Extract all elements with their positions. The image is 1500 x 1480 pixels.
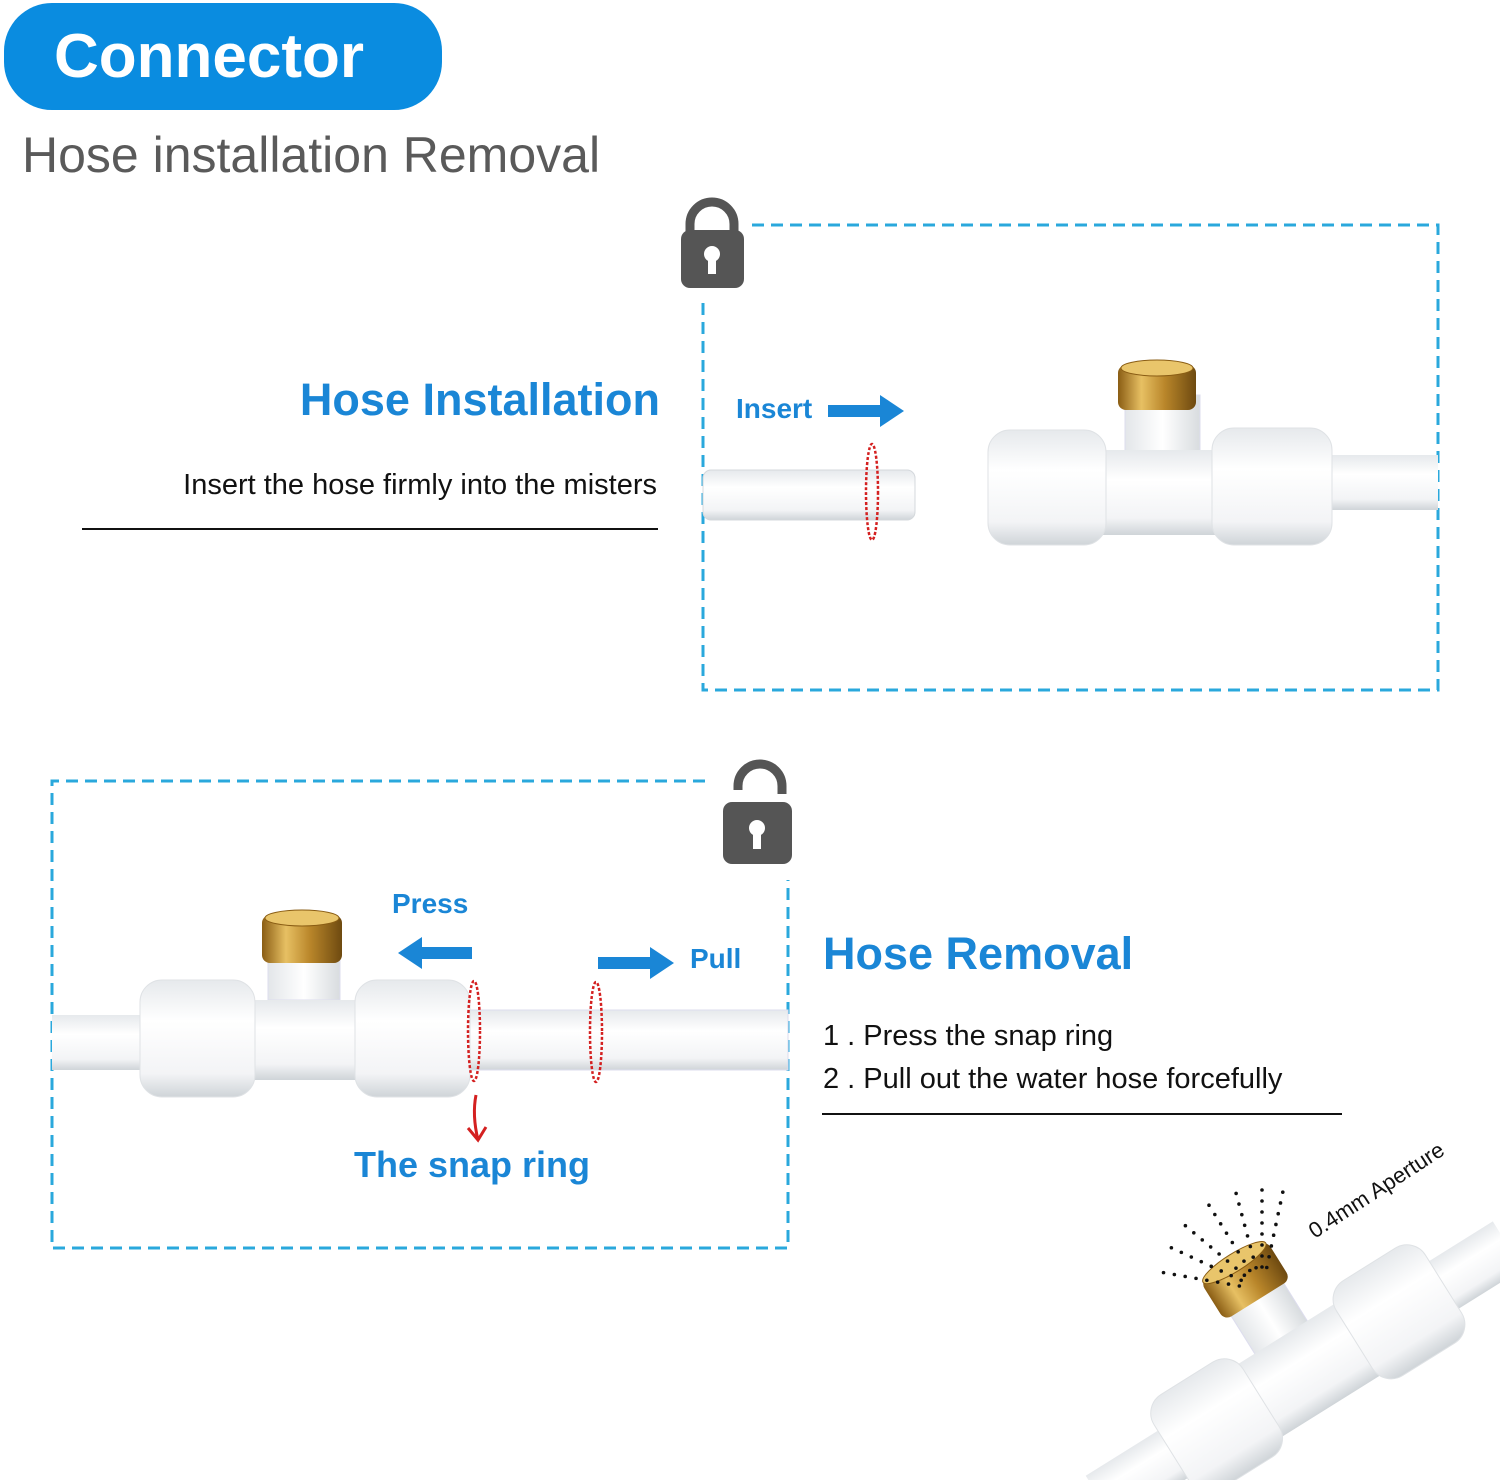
snap-ring-marker-pull — [588, 980, 604, 1084]
installation-divider — [82, 528, 658, 530]
spray-dot — [1169, 1245, 1174, 1250]
connector-badge: Connector — [4, 3, 442, 110]
spray-dot — [1192, 1230, 1196, 1235]
page-subtitle: Hose installation Removal — [22, 127, 601, 183]
removal-step-1: 1 . Press the snap ring — [823, 1020, 1114, 1052]
spray-dot — [1251, 1255, 1256, 1259]
spray-dot — [1267, 1254, 1271, 1259]
spray-dot — [1218, 1222, 1223, 1226]
spray-dot — [1219, 1269, 1224, 1273]
spray-dot — [1260, 1254, 1264, 1258]
spray-dot — [1208, 1245, 1213, 1249]
pull-label: Pull — [690, 943, 742, 974]
tee-fitting-bottom — [52, 909, 789, 1098]
press-label: Press — [392, 888, 469, 919]
spray-dot — [1215, 1280, 1220, 1284]
spray-dot — [1183, 1223, 1188, 1228]
spray-dot — [1242, 1223, 1247, 1228]
spray-dot — [1254, 1265, 1258, 1270]
spray-dot — [1236, 1250, 1240, 1254]
spray-dot — [1200, 1238, 1205, 1242]
snap-ring-marker-press — [466, 979, 482, 1083]
spray-dot — [1179, 1250, 1184, 1255]
spray-dot — [1276, 1211, 1281, 1216]
snap-ring-marker — [864, 442, 880, 542]
spray-dot — [1269, 1244, 1274, 1248]
spray-dot — [1161, 1270, 1166, 1275]
spray-dot — [1260, 1210, 1264, 1214]
spray-dot — [1271, 1233, 1276, 1238]
spray-dot — [1234, 1266, 1238, 1270]
spray-dot — [1248, 1268, 1252, 1273]
installation-description: Insert the hose firmly into the misters — [183, 469, 657, 501]
spray-dot — [1242, 1273, 1247, 1278]
insert-arrow-icon — [828, 395, 904, 427]
spray-dot — [1213, 1212, 1217, 1217]
spray-dot — [1260, 1265, 1264, 1269]
spray-dot — [1274, 1222, 1278, 1227]
spray-dot — [1209, 1264, 1214, 1269]
spray-dot — [1248, 1244, 1253, 1249]
spray-dot — [1278, 1201, 1283, 1205]
snap-ring-pointer-icon — [466, 1094, 488, 1143]
spray-dot — [1226, 1282, 1231, 1286]
pull-arrow-icon — [598, 947, 674, 979]
tee-fitting-top — [987, 359, 1438, 546]
snap-ring-label: The snap ring — [354, 1144, 591, 1185]
removal-divider — [822, 1113, 1342, 1115]
removal-title: Hose Removal — [823, 928, 1134, 979]
spray-dot — [1189, 1255, 1194, 1259]
spray-dot — [1264, 1265, 1269, 1270]
spray-dot — [1172, 1272, 1177, 1277]
spray-dot — [1240, 1212, 1244, 1217]
removal-frame — [50, 779, 790, 1250]
spray-dot — [1239, 1278, 1243, 1283]
spray-dot — [1260, 1199, 1264, 1203]
spray-dot — [1260, 1221, 1264, 1225]
spray-dot — [1234, 1191, 1238, 1196]
installation-title: Hose Installation — [299, 374, 660, 425]
installation-frame — [701, 223, 1440, 692]
removal-step-2: 2 . Pull out the water hose forcefully — [823, 1063, 1283, 1095]
spray-dot — [1242, 1259, 1246, 1263]
spray-dot — [1229, 1273, 1233, 1278]
spray-dot — [1280, 1190, 1285, 1194]
insert-label: Insert — [736, 393, 813, 424]
press-arrow-icon — [398, 937, 472, 969]
spray-dots-icon — [1161, 1188, 1285, 1288]
spray-dot — [1199, 1259, 1204, 1264]
spray-dot — [1260, 1232, 1264, 1236]
spray-dot — [1183, 1274, 1187, 1279]
spray-dot — [1205, 1278, 1209, 1283]
spray-dot — [1237, 1202, 1241, 1206]
spray-dot — [1260, 1188, 1264, 1192]
spray-dot — [1194, 1276, 1198, 1281]
spray-dot — [1230, 1240, 1235, 1245]
spray-dot — [1225, 1259, 1230, 1263]
spray-dot — [1237, 1284, 1242, 1288]
hose-loose — [702, 469, 916, 521]
spray-dot — [1217, 1252, 1221, 1256]
lock-open-icon — [723, 759, 792, 864]
spray-dot — [1260, 1243, 1264, 1247]
spray-dot — [1207, 1203, 1211, 1207]
mister-product-image — [1085, 1221, 1500, 1480]
lock-closed-icon — [681, 197, 744, 288]
spray-dot — [1245, 1234, 1250, 1238]
spray-dot — [1224, 1231, 1229, 1235]
